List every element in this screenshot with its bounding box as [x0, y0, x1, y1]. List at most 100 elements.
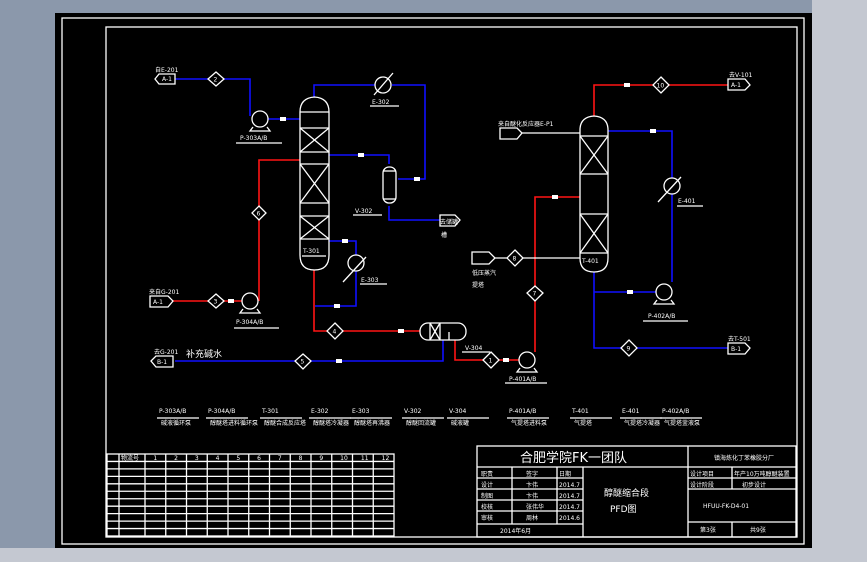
svg-text:8: 8	[513, 256, 517, 263]
connector-tag: A-1	[153, 299, 163, 306]
stage-label: 设计阶段	[690, 481, 714, 489]
stream-marker-7: 7	[526, 285, 544, 302]
flow-arrow	[228, 299, 234, 303]
sign-date: 2014.7	[559, 493, 580, 500]
connector-tag: B-1	[731, 346, 741, 353]
pump-p303[interactable]: P-303A/B	[236, 110, 282, 144]
connector-label: 去G-201	[154, 348, 178, 356]
pump-p401[interactable]: P-401A/B	[505, 351, 547, 384]
table-header-cell: 3	[195, 455, 199, 462]
equipment-tag: P-304A/B	[236, 319, 263, 326]
pipe-makeup-water	[175, 340, 444, 362]
inner-border	[105, 26, 798, 538]
connector-label: 提塔	[472, 281, 484, 289]
condenser-e401[interactable]: E-401	[657, 176, 703, 207]
pipe-t301-to-e303	[329, 240, 357, 256]
signer: 卞伟	[526, 492, 538, 500]
pipe-t401-overhead	[593, 84, 728, 116]
pipes	[173, 78, 728, 362]
svg-text:10: 10	[657, 83, 665, 90]
legend-tag: P-402A/B	[662, 408, 689, 415]
signature-row: 校核 张伟华 2014.7	[481, 503, 580, 511]
legend-tag: P-401A/B	[509, 408, 536, 415]
flow-arrow	[624, 83, 630, 87]
legend-tag: E-401	[622, 408, 640, 415]
pipe-t401-to-e401	[608, 130, 673, 282]
equipment-legend: P-303A/B碱液循环泵P-304A/B醇醚塔进料循环泵T-301醇醚合成反应…	[157, 408, 702, 427]
flow-arrow	[627, 290, 633, 294]
flow-arrows	[228, 83, 656, 363]
company-name: 镇海炼化丁苯橡胶分厂	[714, 454, 774, 462]
outer-border	[61, 17, 805, 545]
column-t301[interactable]: T-301	[299, 96, 330, 271]
svg-text:5: 5	[301, 359, 305, 366]
legend-tag: V-302	[404, 408, 422, 415]
stream-marker-5: 5	[294, 353, 312, 370]
pump-p402[interactable]: P-402A/B	[643, 283, 688, 322]
desktop-strip-right	[812, 0, 867, 562]
title-block: 合肥学院FK一团队 镇海炼化丁苯橡胶分厂 醇醚缩合段 PFD图 设计项目 年产1…	[476, 445, 797, 538]
pipe-t401-bottoms	[593, 272, 728, 349]
team-name: 合肥学院FK一团队	[520, 450, 627, 466]
table-header-cell: 11	[361, 455, 369, 462]
stream-markers: 2 6 3 4 5 1 8 7 10 9	[207, 71, 670, 370]
equipment-tag: E-401	[678, 198, 696, 205]
connector-out-top-right	[727, 78, 751, 91]
table-header-cell: 2	[174, 455, 178, 462]
legend-desc: 醇醚塔冷凝器	[313, 419, 349, 427]
connector-label: 槽	[441, 231, 447, 239]
drum-v302[interactable]: V-302	[353, 166, 397, 216]
stream-marker-9: 9	[620, 339, 638, 357]
connector-tag: A-1	[162, 76, 172, 83]
table-header-cell: 物流号	[121, 454, 139, 462]
signer: 周林	[526, 514, 538, 522]
pipe-t301-bottom	[313, 270, 420, 332]
table-header-cell: 5	[236, 455, 240, 462]
table-frame	[106, 453, 395, 537]
svg-text:4: 4	[333, 329, 337, 336]
sign-date: 日期	[559, 470, 571, 478]
svg-text:7: 7	[533, 291, 537, 298]
offpage-connectors[interactable]: A-1 自E-201 A-1 来自G-201 B-1 去G-201 补充碱水 去…	[149, 66, 753, 368]
connector-label: 去储罐	[440, 218, 458, 226]
signer: 卞伟	[526, 481, 538, 489]
connector-label: 来自醚化反应器E-P1	[498, 120, 554, 128]
condenser-e302[interactable]: E-302	[370, 72, 399, 107]
stream-marker-4: 4	[326, 322, 344, 340]
pipe-e303-return	[315, 270, 357, 307]
connector-to-storage	[439, 214, 461, 227]
table-header-cell: 6	[257, 455, 261, 462]
svg-text:2: 2	[214, 77, 218, 84]
pump-p304[interactable]: P-304A/B	[234, 292, 279, 329]
flow-arrow	[414, 177, 420, 181]
role: 校核	[481, 503, 493, 511]
equipment-tag: V-302	[355, 208, 373, 215]
reboiler-e303[interactable]: E-303	[342, 254, 387, 285]
column-t401[interactable]: T-401	[579, 115, 609, 273]
signer: 张伟华	[526, 503, 544, 511]
stream-marker-2: 2	[207, 71, 225, 87]
connector-tag: B-1	[157, 359, 167, 366]
table-header-cell: 12	[382, 455, 390, 462]
role: 职责	[481, 470, 493, 478]
sign-date: 2014.7	[559, 504, 580, 511]
pipe-t301-top-vapor	[313, 84, 375, 97]
legend-tag: E-303	[352, 408, 370, 415]
drum-v304[interactable]: V-304	[419, 322, 490, 353]
sheet-total: 共9张	[750, 526, 766, 534]
table-header-cell: 8	[299, 455, 303, 462]
stream-marker-10: 10	[652, 76, 670, 94]
equipment-tag: T-301	[302, 248, 320, 255]
connector-label: 去V-101	[729, 71, 753, 79]
flow-arrow	[334, 304, 340, 308]
